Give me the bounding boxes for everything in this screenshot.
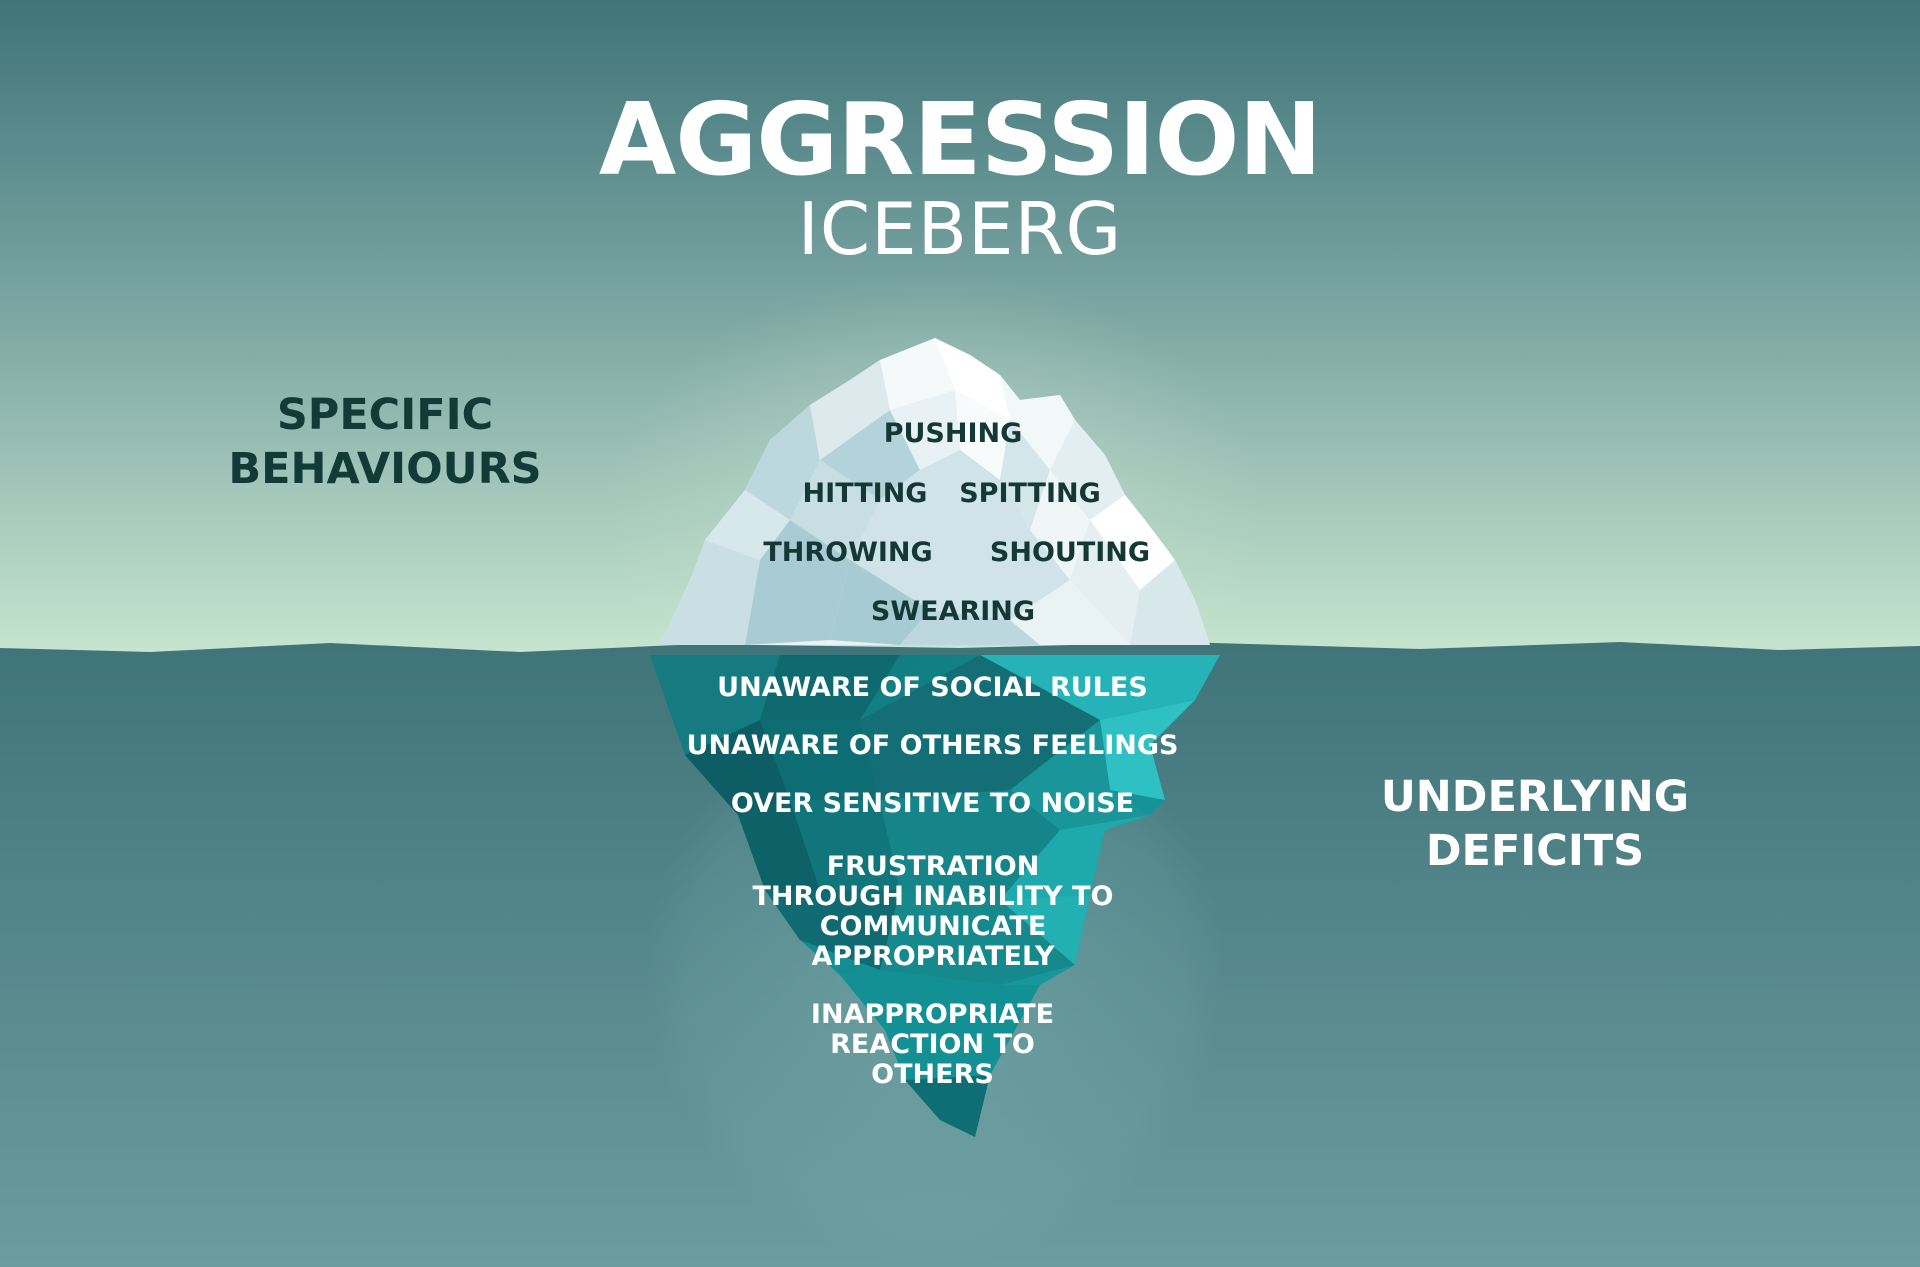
underlying-deficits-heading: UNDERLYING DEFICITS [1380, 772, 1690, 876]
deficit-noise-sensitivity: OVER SENSITIVE TO NOISE [730, 788, 1135, 819]
behaviour-hitting: HITTING [802, 478, 928, 509]
behaviour-pushing: PUSHING [883, 418, 1023, 449]
behaviour-spitting: SPITTING [959, 478, 1101, 509]
iceberg-underwater [650, 655, 1220, 1137]
deficit-inappropriate-reaction: INAPPROPRIATE REACTION TO OTHERS [810, 999, 1055, 1090]
deficit-others-feelings: UNAWARE OF OTHERS FEELINGS [686, 730, 1179, 761]
behaviour-throwing: THROWING [763, 537, 933, 568]
page-subtitle: ICEBERG [797, 187, 1123, 271]
page-title: AGGRESSION [598, 81, 1322, 198]
behaviour-swearing: SWEARING [870, 596, 1036, 627]
behaviour-shouting: SHOUTING [989, 537, 1151, 568]
deficit-frustration: FRUSTRATION THROUGH INABILITY TO COMMUNI… [752, 851, 1114, 972]
iceberg-tip [660, 338, 1210, 645]
specific-behaviours-heading: SPECIFIC BEHAVIOURS [228, 390, 542, 494]
deficit-social-rules: UNAWARE OF SOCIAL RULES [717, 672, 1148, 703]
